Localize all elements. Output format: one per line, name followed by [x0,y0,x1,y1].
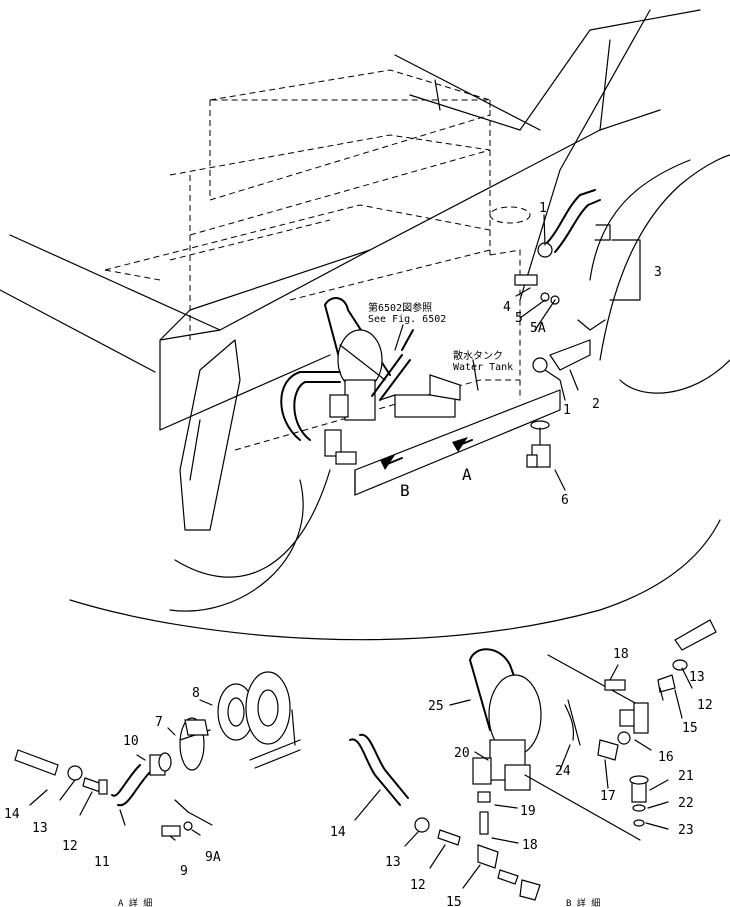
callout-5: 5 [515,311,523,326]
callout-13a: 13 [32,821,48,836]
callout-9a: 9A [205,850,221,865]
callout-14a: 14 [4,807,20,822]
callout-16: 16 [658,750,674,765]
callout-4: 4 [503,300,511,315]
caption-a: A 詳 細 [118,897,152,907]
callout-20: 20 [454,746,470,761]
detail-b [349,619,717,901]
callout-1b: 1 [563,403,571,418]
callout-18a: 18 [613,647,629,662]
callout-12b: 12 [697,698,713,713]
callout-9: 9 [180,864,188,879]
annotation-text: 第6502図参照 See Fig. 6502 散水タンク Water Tank … [118,301,600,907]
callout-13b: 13 [689,670,705,685]
water-tank-outline [104,69,531,451]
callout-13c: 13 [385,855,401,870]
callout-22: 22 [678,796,694,811]
callout-3: 3 [654,265,662,280]
callout-5a: 5A [530,321,546,336]
callout-25: 25 [428,699,444,714]
callout-23: 23 [678,823,694,838]
callout-6: 6 [561,493,569,508]
callout-15a: 15 [682,721,698,736]
callout-10: 10 [123,734,139,749]
callout-8: 8 [192,686,200,701]
view-b-label: B [400,481,410,500]
callout-18b: 18 [522,838,538,853]
callout-12a: 12 [62,839,78,854]
machine-outline [0,9,730,641]
view-arrows [380,437,473,470]
callout-7: 7 [155,715,163,730]
valve-6 [526,420,551,468]
tank-label-en: Water Tank [453,362,513,373]
callout-24: 24 [555,764,571,779]
tank-label-ja: 散水タンク [453,349,503,362]
callout-14b: 14 [330,825,346,840]
callout-2: 2 [592,397,600,412]
callout-15b: 15 [446,895,462,907]
callout-17: 17 [600,789,616,804]
fig-ref-ja: 第6502図参照 [368,301,432,314]
detail-a [14,671,301,841]
fig-ref-en: See Fig. 6502 [368,314,446,325]
caption-b: B 詳 細 [566,897,600,907]
view-a-label: A [462,465,472,484]
callout-19: 19 [520,804,536,819]
callout-numbers: 1 3 4 5 5A 1 2 6 8 7 10 14 13 12 11 9 9A… [4,201,713,907]
callout-11: 11 [94,855,110,870]
callout-21: 21 [678,769,694,784]
leader-lines-upper [394,214,641,491]
callout-1a: 1 [539,201,547,216]
callout-12c: 12 [410,878,426,893]
hose-right [514,189,611,373]
pump-assembly-upper [280,297,461,465]
